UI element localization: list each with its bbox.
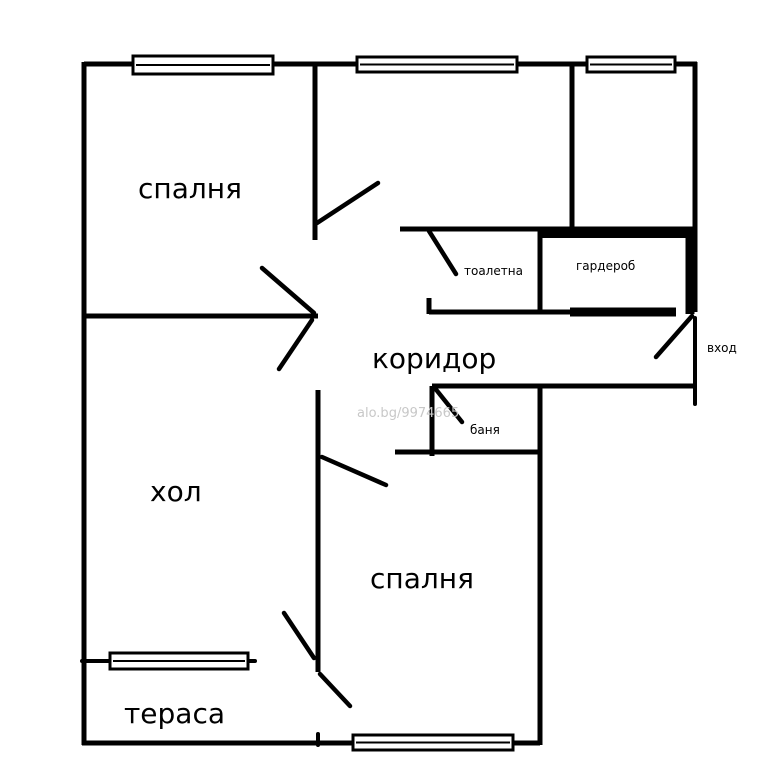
door-bedroom-top-upper (259, 265, 317, 316)
window-bedroom-top (131, 54, 275, 76)
door-toilet (426, 228, 459, 277)
door-bathroom (431, 384, 465, 425)
label-toilet: тоалетна (464, 264, 523, 278)
watermark-text: alo.bg/9974665 (357, 406, 459, 421)
window-room-center (355, 55, 519, 74)
label-living-room: хол (150, 475, 202, 508)
window-terrace (108, 651, 250, 671)
window-room-right (585, 55, 677, 74)
room-labels: спалня коридор хол спалня тераса тоалетн… (124, 172, 737, 730)
label-wardrobe: гардероб (576, 259, 635, 273)
label-bedroom-top: спалня (138, 172, 242, 205)
label-bathroom: баня (470, 423, 500, 437)
door-terrace-lower (317, 671, 353, 709)
windows (108, 54, 677, 752)
label-bedroom-bottom: спалня (370, 562, 474, 595)
door-bedroom-bottom (319, 454, 389, 488)
window-bedroom-bottom (351, 733, 515, 752)
doors (259, 180, 695, 709)
label-corridor: коридор (372, 342, 496, 375)
door-room-center (314, 180, 381, 226)
label-terrace: тераса (124, 697, 225, 730)
outer-walls (81, 61, 698, 746)
door-living-lower (276, 317, 315, 372)
door-entrance (653, 313, 695, 360)
door-living-terrace-upper (281, 610, 317, 661)
label-entrance: вход (707, 341, 737, 355)
interior-walls (80, 64, 695, 747)
